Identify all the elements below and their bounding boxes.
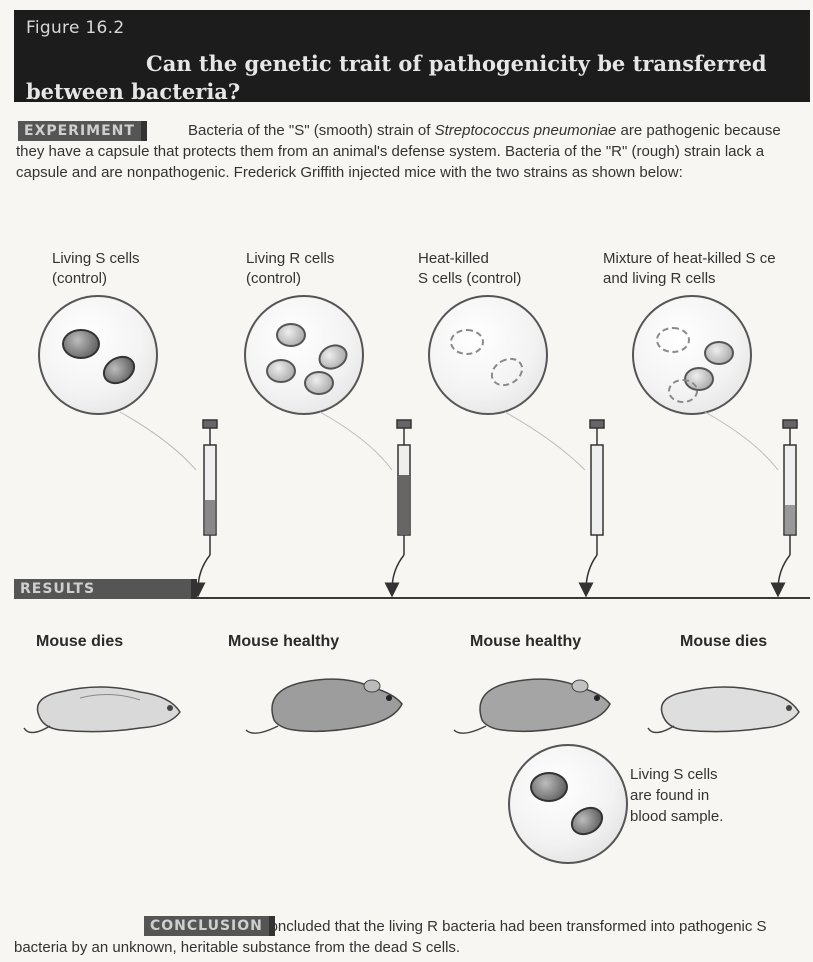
dead-mouse-icon [644, 668, 809, 748]
healthy-mouse-icon [244, 660, 424, 750]
syringe-icon [586, 420, 604, 590]
blood-sample-caption: Living S cells are found in blood sample… [630, 764, 723, 827]
outcome-3: Mouse healthy [470, 633, 581, 651]
conclusion-body: Griffith concluded that the living R bac… [14, 918, 767, 956]
conclusion-tag: CONCLUSION [144, 916, 275, 936]
outcome-2: Mouse healthy [228, 633, 339, 651]
syringe-icon [778, 420, 797, 590]
blood-caption-line2: are found in [630, 785, 723, 806]
blood-sample-plate [508, 744, 628, 864]
syringe-icon [198, 420, 217, 590]
s-cell-icon [530, 772, 568, 802]
outcome-1: Mouse dies [36, 633, 123, 651]
blood-caption-line1: Living S cells [630, 764, 723, 785]
outcome-4: Mouse dies [680, 633, 767, 651]
dead-mouse-icon [20, 668, 200, 748]
s-cell-icon [566, 801, 608, 841]
syringe-icon [392, 420, 411, 590]
blood-caption-line3: blood sample. [630, 806, 723, 827]
healthy-mouse-icon [452, 660, 632, 750]
results-tag: RESULTS [14, 579, 197, 599]
conclusion-text: Griffith concluded that the living R bac… [14, 916, 810, 958]
